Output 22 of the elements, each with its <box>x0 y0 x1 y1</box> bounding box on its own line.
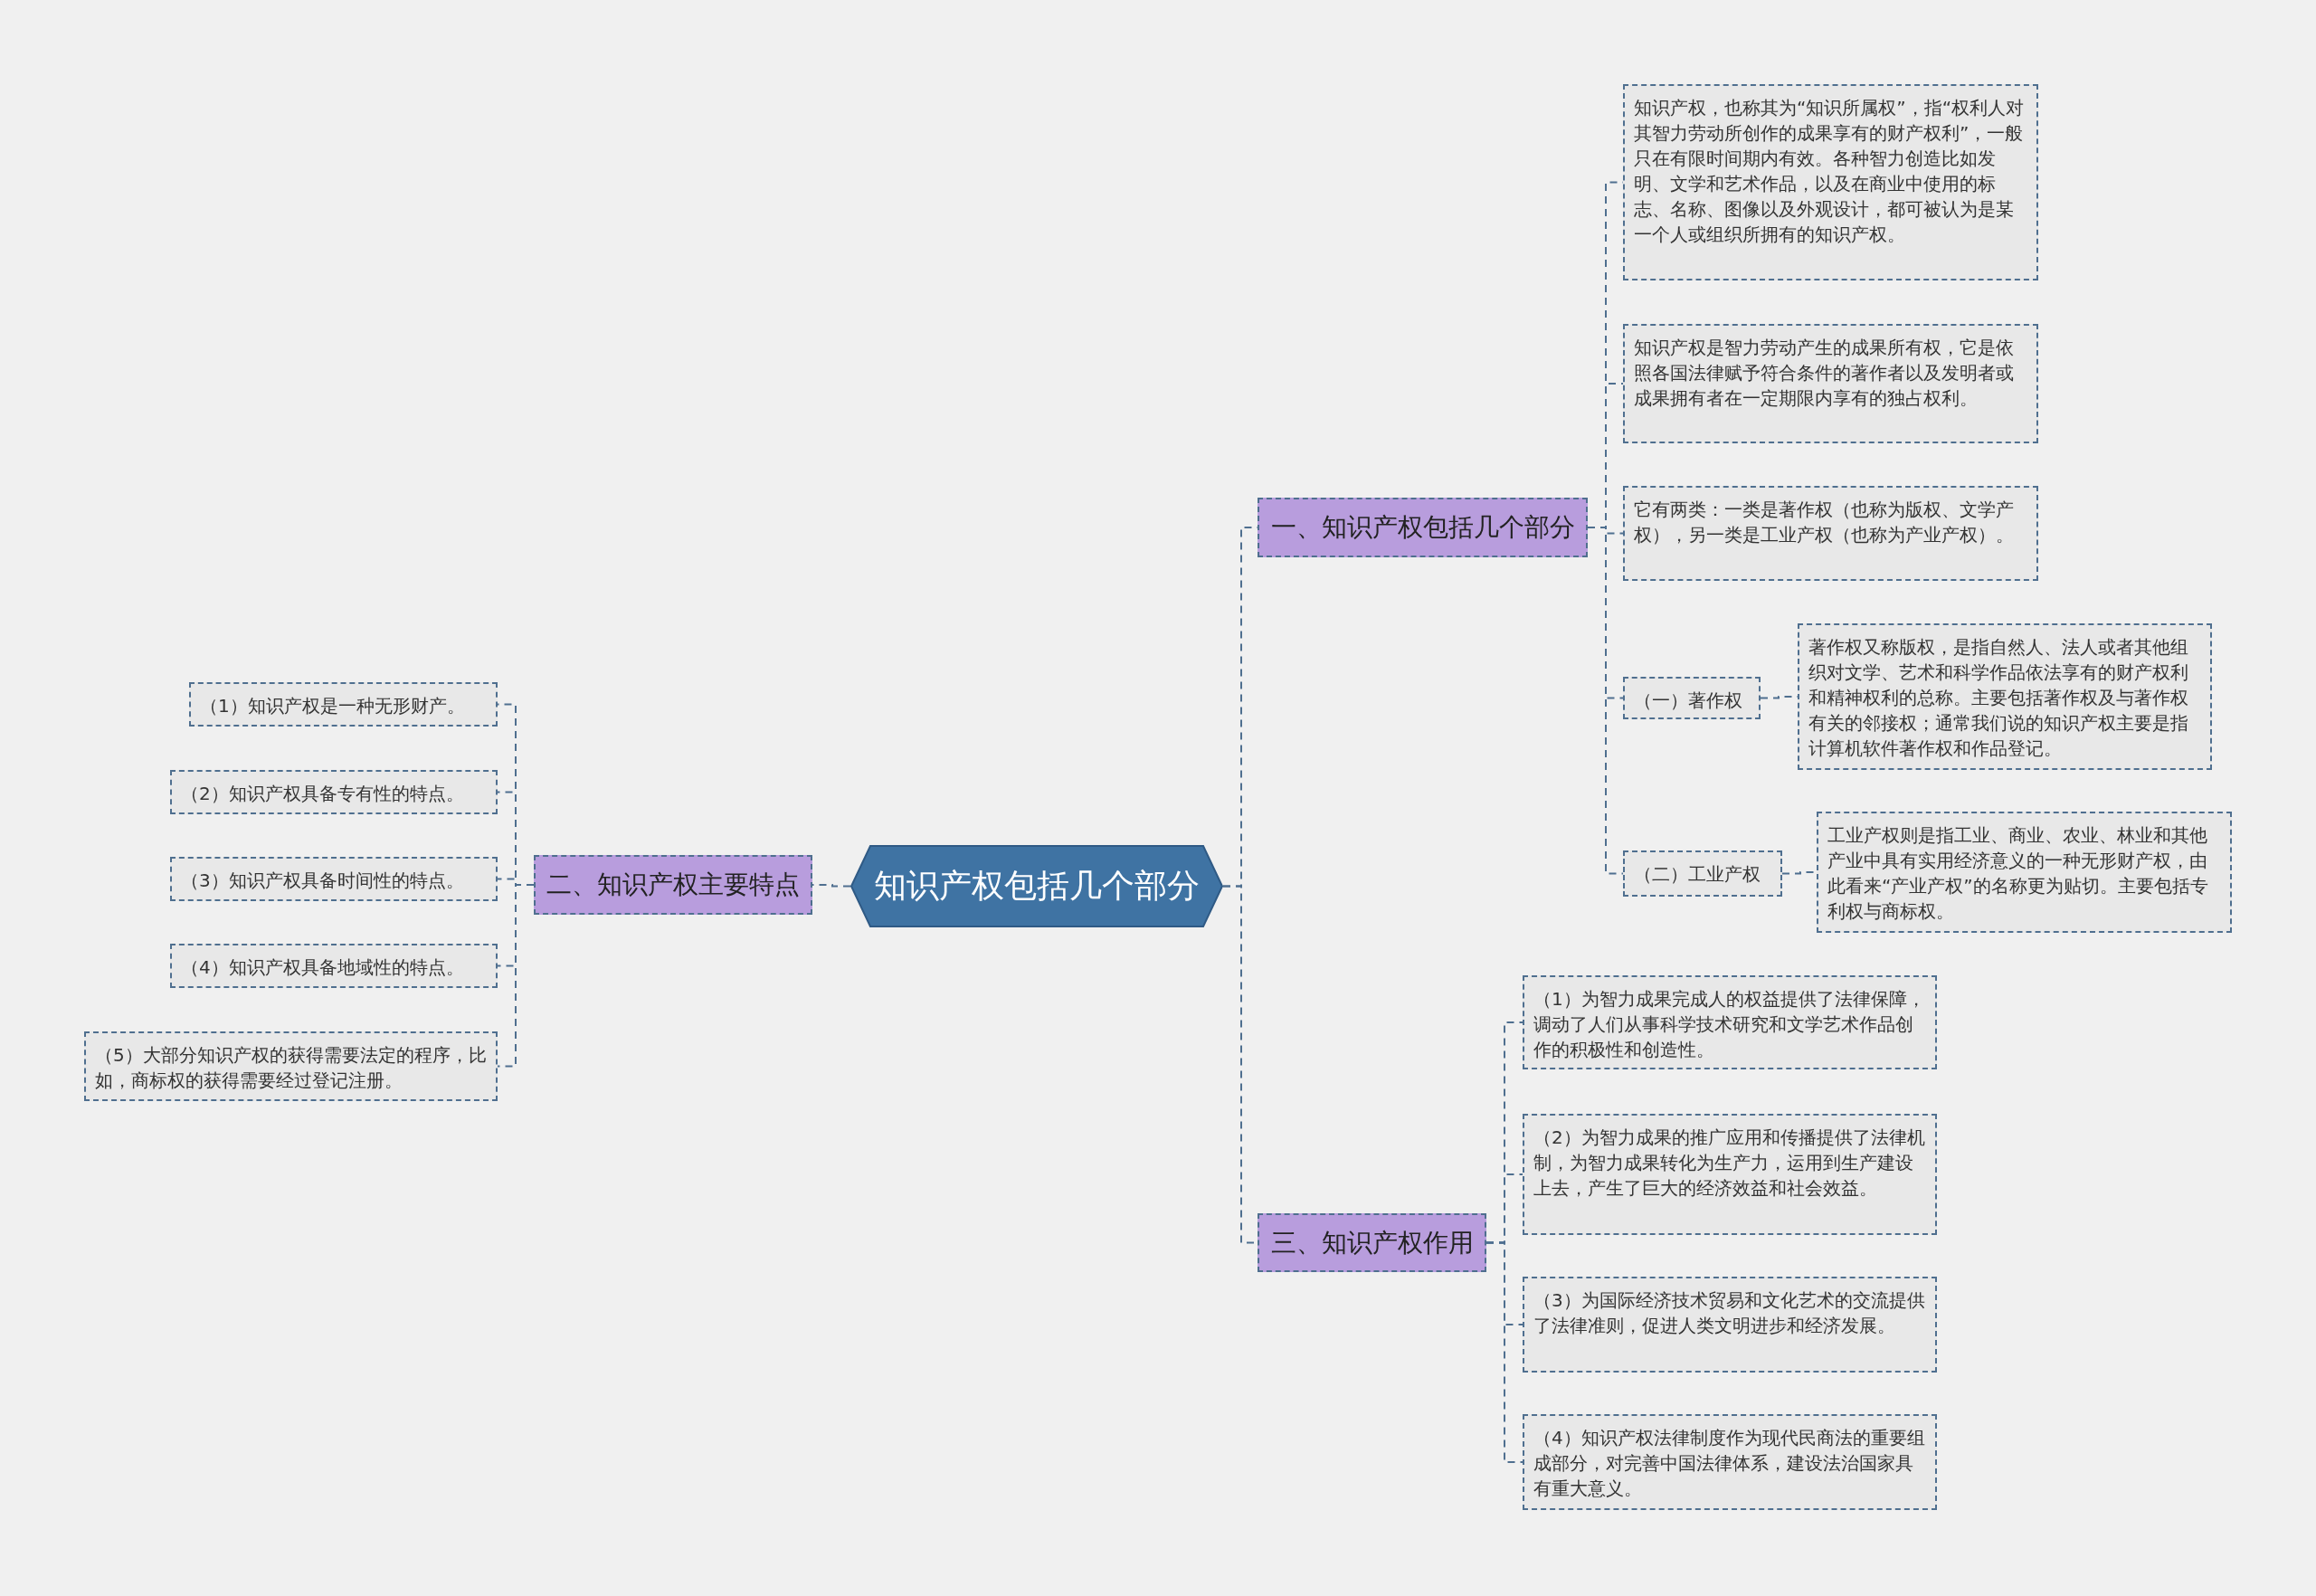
branch-topic: 二、知识产权主要特点 <box>534 855 812 915</box>
text-box: （4）知识产权具备地域性的特点。 <box>170 944 498 988</box>
text-box: （二）工业产权 <box>1623 850 1782 897</box>
text-box: （3）知识产权具备时间性的特点。 <box>170 857 498 901</box>
text-box: 知识产权，也称其为“知识所属权”，指“权利人对其智力劳动所创作的成果享有的财产权利”，一般只在有限时间期内有效。各种智力创造比如发明、文学和艺术作品，以及在商业中使用的标志、名称、图像以及外观设计，都可被认为是某一个人或组织所拥有的知识产权。 <box>1623 84 2038 280</box>
text-box: （一）著作权 <box>1623 677 1761 719</box>
connector <box>497 884 535 1068</box>
text-box: （4）知识产权法律制度作为现代民商法的重要组成部分，对完善中国法律体系，建设法治国家具有重大意义。 <box>1523 1414 1937 1510</box>
branch-topic: 三、知识产权作用 <box>1258 1213 1486 1272</box>
text-box: 知识产权是智力劳动产生的成果所有权，它是依照各国法律赋予符合条件的著作者以及发明者或成果拥有者在一定期限内享有的独占权利。 <box>1623 324 2038 443</box>
text-box: （1）知识产权是一种无形财产。 <box>189 682 498 727</box>
text-box: 它有两类：一类是著作权（也称为版权、文学产权），另一类是工业产权（也称为产业产权）。 <box>1623 486 2038 581</box>
text-box: （2）知识产权具备专有性的特点。 <box>170 770 498 814</box>
text-box: 工业产权则是指工业、商业、农业、林业和其他产业中具有实用经济意义的一种无形财产权，由此看来“产业产权”的名称更为贴切。主要包括专利权与商标权。 <box>1817 812 2232 933</box>
text-box: 著作权又称版权，是指自然人、法人或者其他组织对文学、艺术和科学作品依法享有的财产权利和精神权利的总称。主要包括著作权及与著作权有关的邻接权；通常我们说的知识产权主要是指计算机软件著作权和作品登记。 <box>1798 623 2212 770</box>
text-box: （5）大部分知识产权的获得需要法定的程序，比如，商标权的获得需要经过登记注册。 <box>84 1031 498 1101</box>
branch-topic: 一、知识产权包括几个部分 <box>1258 498 1588 557</box>
text-box: （3）为国际经济技术贸易和文化艺术的交流提供了法律准则，促进人类文明进步和经济发展。 <box>1523 1277 1937 1373</box>
central-topic: 知识产权包括几个部分 <box>850 845 1223 927</box>
connector <box>1485 1241 1523 1463</box>
text-box: （1）为智力成果完成人的权益提供了法律保障，调动了人们从事科学技术研究和文学艺术作品创作的积极性和创造性。 <box>1523 975 1937 1069</box>
text-box: （2）为智力成果的推广应用和传播提供了法律机制，为智力成果转化为生产力，运用到生产建设上去，产生了巨大的经济效益和社会效益。 <box>1523 1114 1937 1235</box>
